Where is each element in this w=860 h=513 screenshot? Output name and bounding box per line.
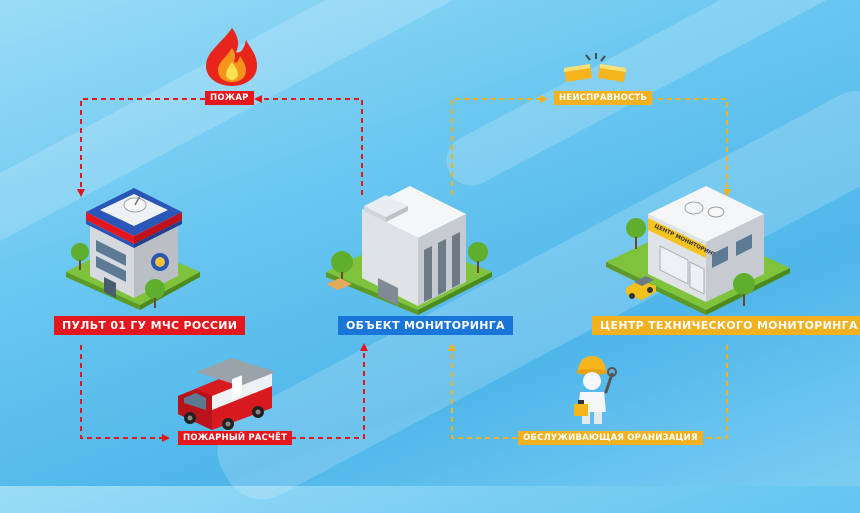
- fire-console-building: [66, 188, 200, 310]
- arrow-object-to-fault: [451, 95, 548, 195]
- fire-icon: [206, 28, 257, 86]
- fault-label: неисправность: [554, 91, 653, 105]
- monitoring-object-building: [326, 186, 492, 315]
- fire-truck-icon: [178, 358, 276, 430]
- arrow-object-to-fire: [254, 95, 363, 195]
- tech-center-building: ЦЕНТР МОНИТОРИНГА: [606, 186, 790, 315]
- arrow-fault-to-center: [640, 98, 731, 197]
- arrow-console-to-crew: [80, 345, 170, 442]
- technician-icon: [574, 356, 617, 424]
- fire-label: пожар: [205, 91, 254, 105]
- flow-diagram: ЦЕНТР МОНИТОРИНГА: [66, 28, 790, 442]
- fire-crew-label: Пожарный расчёт: [178, 431, 293, 445]
- arrow-center-to-service: [670, 345, 728, 442]
- broken-link-icon: [564, 53, 626, 82]
- fire-flow-arrows: [77, 95, 368, 442]
- fire-console-label: ПУЛЬТ 01 ГУ МЧС РОССИИ: [54, 316, 246, 335]
- arrow-fire-to-console: [77, 98, 205, 197]
- tech-center-label: ЦЕНТР ТЕХНИЧЕСКОГО МОНИТОРИНГА: [592, 316, 860, 335]
- service-org-label: Обслуживающая оранизация: [518, 431, 703, 445]
- arrow-crew-to-object: [282, 343, 368, 439]
- arrow-service-to-object: [448, 343, 517, 439]
- monitoring-object-label: ОБЪЕКТ МОНИТОРИНГА: [338, 316, 513, 335]
